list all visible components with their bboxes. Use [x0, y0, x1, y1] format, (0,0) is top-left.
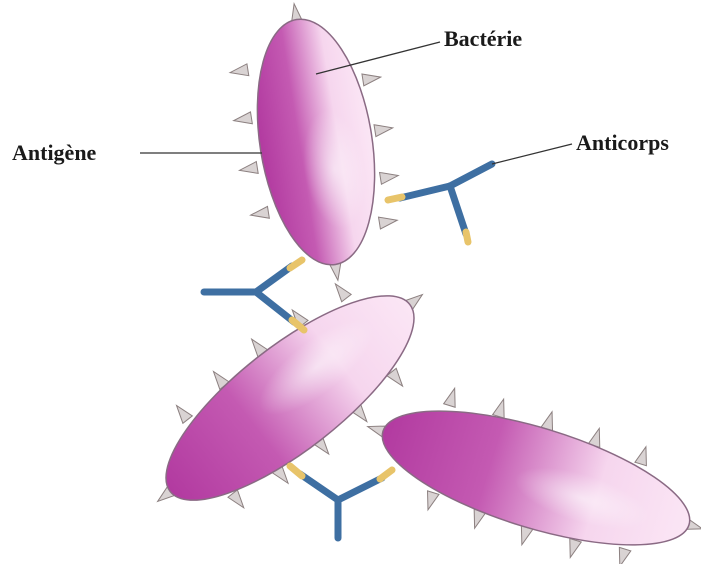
- label-bacterie: Bactérie: [444, 26, 522, 51]
- label-anticorps: Anticorps: [576, 130, 669, 155]
- leader-anticorps: [492, 144, 572, 164]
- antibody-3: [290, 466, 392, 538]
- bacterium-middle: [115, 239, 465, 555]
- antibody-1: [388, 164, 492, 242]
- bacterium-bottom: [348, 362, 701, 564]
- antibody-2: [204, 260, 304, 330]
- label-antigene: Antigène: [12, 140, 97, 165]
- bacterium-top: [215, 0, 415, 293]
